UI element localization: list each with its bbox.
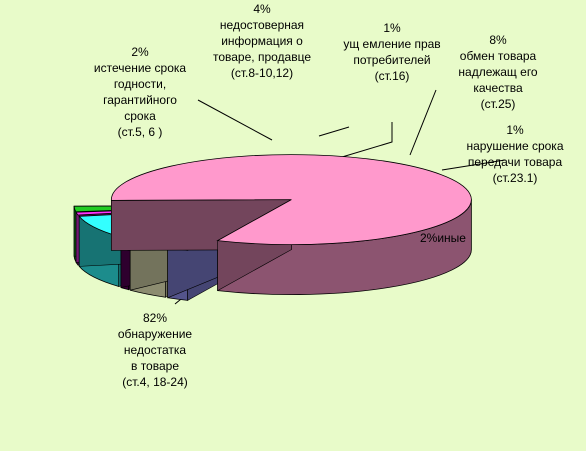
label-exchange: 8% обмен товара надлежащ его качества (ст.25…	[458, 33, 538, 111]
label-rights-line: потребителей	[353, 53, 430, 67]
pie-slices	[73, 154, 472, 301]
label-expiry-line: годности,	[114, 77, 166, 91]
label-expiry-line: срока	[124, 109, 156, 123]
label-other-line: 2%иные	[420, 231, 466, 245]
label-exchange-line: обмен товара	[460, 49, 537, 63]
label-delivery-line: (ст.23.1)	[493, 171, 538, 185]
label-delivery-line: нарушение срока	[466, 139, 563, 153]
label-defect-line: недостатка	[124, 343, 186, 357]
slice-defect	[110, 154, 472, 296]
label-exchange-line: надлежащ его	[458, 65, 538, 79]
label-delivery-line: 1%	[506, 123, 524, 137]
label-delivery-line: передачи товара	[468, 155, 563, 169]
label-expiry-line: (ст.5, 6 )	[118, 125, 163, 139]
label-expiry-line: истечение срока	[94, 61, 186, 75]
label-other: 2%иные	[420, 231, 466, 245]
label-exchange-line: качества	[473, 81, 523, 95]
label-defect: 82% обнаружение недостатка в товаре (ст.4, 1…	[118, 311, 193, 389]
leader-exchange	[409, 89, 437, 156]
leader-delivery	[441, 159, 506, 171]
label-misinfo-line: (ст.8-10,12)	[231, 66, 293, 80]
leader-lines	[174, 89, 506, 305]
label-rights-line: ущ емление прав	[343, 37, 440, 51]
leader-misinfo	[318, 126, 350, 137]
label-rights-line: (ст.16)	[375, 69, 410, 83]
label-defect-line: в товаре	[131, 359, 179, 373]
label-rights-line: 1%	[383, 21, 401, 35]
label-defect-line: обнаружение	[118, 327, 193, 341]
label-delivery: 1% нарушение срока передачи товара (ст.23.1…	[466, 123, 563, 185]
label-expiry-line: 2%	[131, 45, 149, 59]
label-misinfo-line: информация о	[221, 34, 303, 48]
label-misinfo-line: товаре, продавце	[213, 50, 311, 64]
slice-labels: 82% обнаружение недостатка в товаре (ст.4, 1…	[94, 2, 564, 389]
label-expiry: 2% истечение срока годности, гарантийного ср…	[94, 45, 186, 139]
label-defect-line: (ст.4, 18-24)	[122, 375, 188, 389]
label-expiry-line: гарантийного	[103, 93, 177, 107]
label-defect-line: 82%	[143, 311, 167, 325]
leader-rights	[331, 122, 393, 161]
label-exchange-line: (ст.25)	[481, 97, 516, 111]
label-misinfo: 4% недостоверная информация о товаре, прода…	[213, 2, 311, 80]
slice-top-defect	[110, 154, 472, 246]
label-misinfo-line: 4%	[253, 2, 271, 16]
leader-expiry	[197, 99, 273, 141]
label-rights: 1% ущ емление прав потребителей (ст.16)	[343, 21, 440, 83]
label-misinfo-line: недостоверная	[220, 18, 304, 32]
label-exchange-line: 8%	[489, 33, 507, 47]
